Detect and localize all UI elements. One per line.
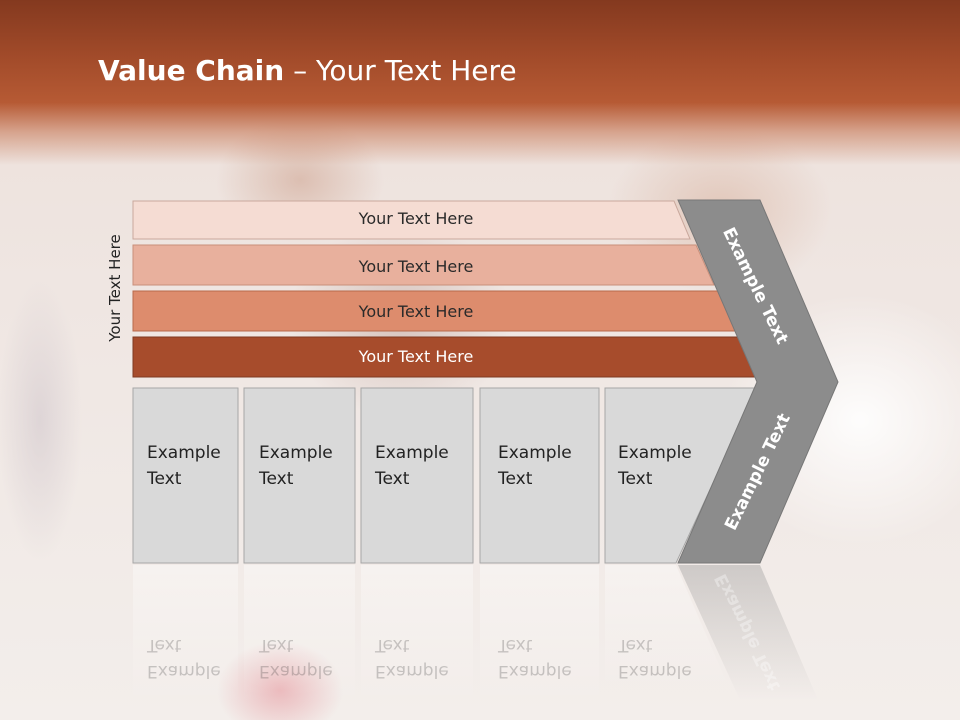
column-3-line2-reflection: Text bbox=[375, 635, 410, 655]
bar-2-label: Your Text Here bbox=[358, 257, 474, 276]
column-4-line1-reflection: Example bbox=[498, 661, 572, 681]
bar-1 bbox=[132, 200, 691, 240]
column-3-line1-reflection: Example bbox=[375, 661, 449, 681]
bar-1-label: Your Text Here bbox=[358, 209, 474, 228]
column-3-label-reflection: Example Text bbox=[375, 632, 449, 684]
column-3-line2: Text bbox=[375, 469, 410, 489]
column-2-label-reflection: Example Text bbox=[259, 632, 333, 684]
column-2-reflection bbox=[244, 565, 355, 705]
column-4-label-reflection: Example Text bbox=[498, 632, 572, 684]
column-1-line2: Text bbox=[147, 469, 182, 489]
column-5-line1: Example bbox=[618, 443, 692, 463]
bar-2 bbox=[132, 244, 715, 286]
column-5-line2-reflection: Text bbox=[618, 635, 653, 655]
bar-3-label: Your Text Here bbox=[358, 302, 474, 321]
column-4 bbox=[479, 387, 600, 564]
column-2-line2: Text bbox=[259, 469, 294, 489]
column-3-reflection bbox=[361, 565, 473, 705]
column-1-line1-reflection: Example bbox=[147, 661, 221, 681]
column-5-line1-reflection: Example bbox=[618, 661, 692, 681]
column-5-label-reflection: Example Text bbox=[618, 632, 692, 684]
column-2-line1-reflection: Example bbox=[259, 661, 333, 681]
title-bold: Value Chain bbox=[98, 54, 285, 87]
column-4-line2: Text bbox=[498, 469, 533, 489]
bar-4-label: Your Text Here bbox=[358, 347, 474, 366]
title-banner bbox=[0, 0, 960, 165]
column-1-reflection bbox=[133, 565, 238, 705]
column-5-reflection bbox=[605, 565, 730, 690]
column-2-line2-reflection: Text bbox=[259, 635, 294, 655]
title-rest: – Your Text Here bbox=[284, 54, 517, 87]
slide-title: Value Chain – Your Text Here bbox=[98, 54, 517, 87]
column-4-line1: Example bbox=[498, 443, 572, 463]
column-1-line2-reflection: Text bbox=[147, 635, 182, 655]
column-2-line1: Example bbox=[259, 443, 333, 463]
column-5-line2: Text bbox=[618, 469, 653, 489]
column-3-line1: Example bbox=[375, 443, 449, 463]
column-1-line1: Example bbox=[147, 443, 221, 463]
column-4-reflection bbox=[480, 565, 599, 705]
column-1 bbox=[132, 387, 239, 564]
column-5 bbox=[604, 387, 758, 564]
chevron-reflection bbox=[678, 565, 818, 700]
column-1-label-reflection: Example Text bbox=[147, 632, 221, 684]
column-2 bbox=[243, 387, 356, 564]
chevron-arrow-shape bbox=[677, 199, 839, 564]
column-4-line2-reflection: Text bbox=[498, 635, 533, 655]
column-3 bbox=[360, 387, 474, 564]
